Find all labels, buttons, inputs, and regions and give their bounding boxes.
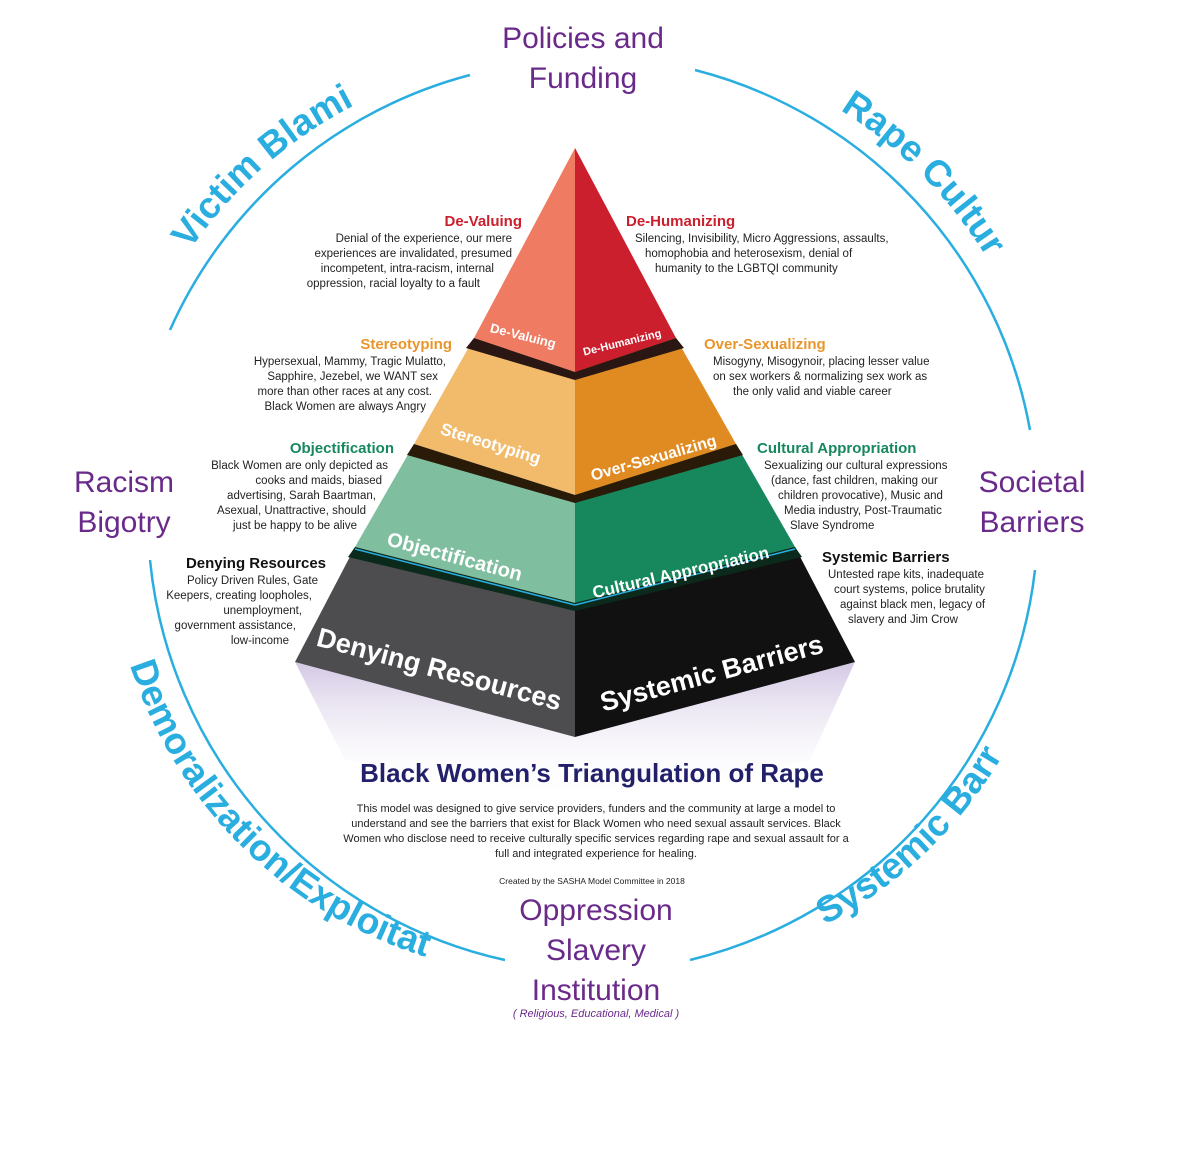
- desc-line: (dance, fast children, making our: [771, 475, 938, 487]
- desc-line: against black men, legacy of: [840, 599, 986, 611]
- ring-arc-bottom-left: [148, 559, 506, 962]
- desc-oversexualizing: Over-Sexualizing Misogyny, Misogynoir, p…: [704, 336, 929, 398]
- desc-line: Untested rape kits, inadequate: [828, 569, 984, 581]
- blurb-line: Women who disclose need to receive cultu…: [343, 833, 849, 845]
- desc-devaluing: De-Valuing Denial of the experience, our…: [307, 213, 522, 290]
- diagram-credit: Created by the SASHA Model Committee in …: [499, 876, 685, 886]
- desc-line: the only valid and viable career: [733, 386, 892, 398]
- desc-line: Silencing, Invisibility, Micro Aggressio…: [635, 233, 889, 245]
- desc-line: court systems, police brutality: [834, 584, 985, 596]
- desc-line: Media industry, Post-Traumatic: [784, 505, 942, 517]
- tier-systemic-front: [575, 547, 855, 737]
- heading-oversexualizing: Over-Sexualizing: [704, 336, 826, 353]
- desc-line: Black Women are only depicted as: [211, 460, 388, 472]
- desc-dehumanizing: De-Humanizing Silencing, Invisibility, M…: [626, 213, 889, 275]
- desc-line: government assistance,: [175, 620, 296, 632]
- heading-cultural: Cultural Appropriation: [757, 440, 916, 457]
- heading-devaluing: De-Valuing: [444, 213, 522, 230]
- desc-line: Asexual, Unattractive, should: [217, 505, 366, 517]
- desc-line: low-income: [231, 635, 289, 647]
- heading-objectification: Objectification: [290, 440, 394, 457]
- outer-ring: [148, 68, 1037, 962]
- desc-stereotyping: Stereotyping Hypersexual, Mammy, Tragic …: [254, 336, 452, 413]
- ring-bottom-note: ( Religious, Educational, Medical ): [513, 1008, 680, 1020]
- ring-right-line-1: Societal: [979, 466, 1086, 499]
- ring-left-line-1: Racism: [74, 466, 174, 499]
- ring-arc-top-right: [694, 68, 1032, 431]
- desc-line: cooks and maids, biased: [255, 475, 382, 487]
- desc-line: Keepers, creating loopholes,: [166, 590, 312, 602]
- tier-dehumanizing-front: [575, 148, 676, 372]
- desc-line: Slave Syndrome: [790, 520, 874, 532]
- tier-stereotyping-front: [414, 338, 575, 495]
- desc-line: just be happy to be alive: [232, 520, 357, 532]
- pyramid-reflection: [295, 662, 855, 800]
- ledge-orange: [407, 444, 743, 503]
- desc-line: slavery and Jim Crow: [848, 614, 959, 626]
- desc-line: oppression, racial loyalty to a fault: [307, 278, 481, 290]
- desc-objectification: Objectification Black Women are only dep…: [211, 440, 394, 532]
- blurb-line: understand and see the barriers that exi…: [351, 818, 841, 830]
- desc-line: Sexualizing our cultural expressions: [764, 460, 948, 472]
- desc-line: on sex workers & normalizing sex work as: [713, 371, 927, 383]
- desc-line: Sapphire, Jezebel, we WANT sex: [267, 371, 438, 383]
- desc-denying: Denying Resources Policy Driven Rules, G…: [166, 555, 326, 647]
- tier-devaluing-front: [474, 148, 575, 372]
- diagram-title: Black Women’s Triangulation of Rape: [360, 758, 824, 788]
- desc-line: humanity to the LGBTQI community: [655, 263, 838, 275]
- ring-left-line-2: Bigotry: [77, 506, 170, 539]
- desc-line: children provocative), Music and: [778, 490, 943, 502]
- ring-bottom-line-3: Institution: [532, 974, 660, 1007]
- heading-denying: Denying Resources: [186, 555, 326, 572]
- ring-arc-bottom-right: [689, 569, 1037, 962]
- diagram-blurb: This model was designed to give service …: [343, 803, 849, 860]
- desc-line: Black Women are always Angry: [265, 401, 427, 413]
- ledge-green-edge-right: [574, 548, 796, 606]
- ring-bottom-line-2: Slavery: [546, 934, 646, 967]
- desc-line: experiences are invalidated, presumed: [314, 248, 512, 260]
- arc-label-victim-blaming: Victim Blaming: [0, 0, 358, 255]
- desc-line: incompetent, intra-racism, internal: [321, 263, 494, 275]
- blurb-line: full and integrated experience for heali…: [495, 848, 697, 860]
- desc-line: unemployment,: [223, 605, 302, 617]
- desc-systemic: Systemic Barriers Untested rape kits, in…: [822, 549, 986, 626]
- pyramid: [295, 148, 855, 737]
- ring-arc-top-left: [168, 73, 471, 331]
- ledge-green-edge: [354, 548, 576, 606]
- heading-systemic: Systemic Barriers: [822, 549, 950, 566]
- desc-line: Hypersexual, Mammy, Tragic Mulatto,: [254, 356, 446, 368]
- desc-line: advertising, Sarah Baartman,: [227, 490, 376, 502]
- desc-line: Misogyny, Misogynoir, placing lesser val…: [713, 356, 929, 368]
- blurb-line: This model was designed to give service …: [357, 803, 836, 815]
- desc-cultural: Cultural Appropriation Sexualizing our c…: [757, 440, 948, 532]
- heading-stereotyping: Stereotyping: [360, 336, 452, 353]
- tier-oversexualizing-front: [575, 338, 736, 495]
- heading-dehumanizing: De-Humanizing: [626, 213, 735, 230]
- desc-line: more than other races at any cost.: [257, 386, 432, 398]
- ring-bottom-line-1: Oppression: [519, 894, 672, 927]
- desc-line: homophobia and heterosexism, denial of: [645, 248, 853, 260]
- desc-line: Policy Driven Rules, Gate: [187, 575, 318, 587]
- ring-right-line-2: Barriers: [979, 506, 1084, 539]
- tier-denying-front: [295, 547, 575, 737]
- desc-line: Denial of the experience, our mere: [336, 233, 512, 245]
- ring-top-line-2: Funding: [529, 62, 637, 95]
- ledge-red: [466, 338, 684, 380]
- ring-top-line-1: Policies and: [502, 22, 664, 55]
